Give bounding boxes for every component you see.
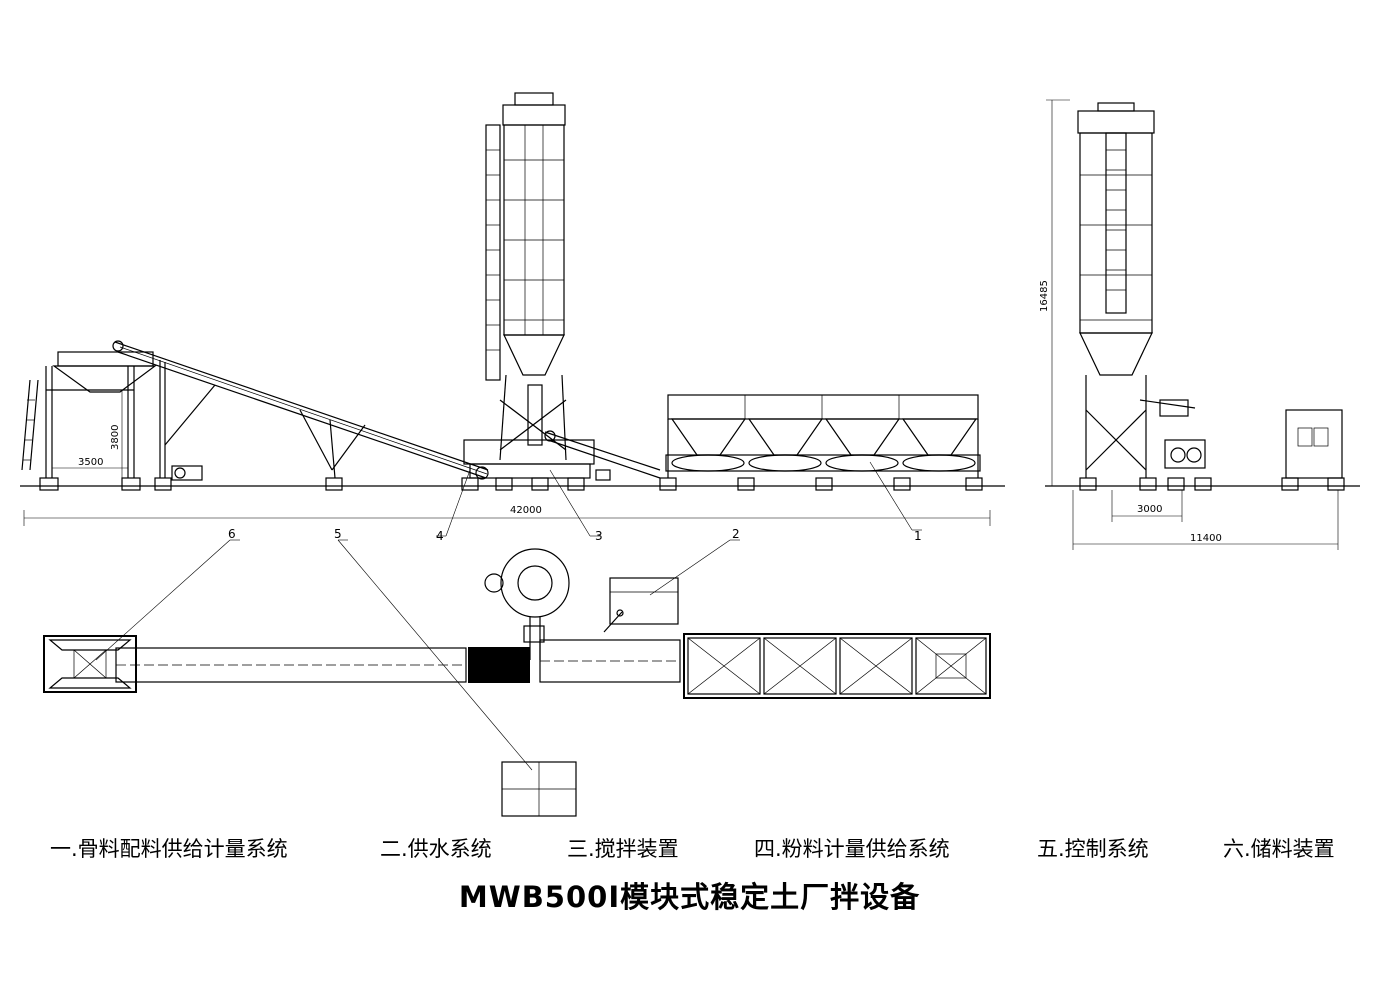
legend-item-powder-system: 四.粉料计量供给系统 — [754, 837, 950, 861]
dim-3000: 3000 — [1137, 504, 1162, 515]
front-elevation: 3500 3800 — [20, 92, 1005, 537]
callout-6: 6 — [228, 527, 236, 541]
legend-item-storage-unit: 六.储料装置 — [1223, 837, 1335, 861]
legend-item-aggregate-system: 一.骨料配料供给计量系统 — [50, 837, 288, 861]
control-room — [1285, 409, 1343, 479]
aggregate-batcher — [659, 394, 983, 491]
callout-4: 4 — [436, 529, 444, 543]
callout-5: 5 — [334, 527, 342, 541]
drawing-title: MWB500Ⅰ模块式稳定土厂拌设备 — [458, 880, 921, 914]
inclined-belt-conveyor — [112, 340, 489, 491]
callout-1: 1 — [914, 529, 922, 543]
dim-42000: 42000 — [510, 505, 542, 516]
side-elevation — [1045, 99, 1360, 550]
dim-3800: 3800 — [110, 425, 121, 450]
storage-hopper-frame — [21, 351, 157, 491]
collecting-belt-conveyor — [544, 430, 661, 481]
legend-item-water-system: 二.供水系统 — [380, 837, 492, 861]
cement-silo — [461, 92, 595, 491]
callout-2: 2 — [732, 527, 740, 541]
dim-3500: 3500 — [78, 457, 103, 468]
dim-16485: 16485 — [1039, 280, 1050, 312]
legend-item-mixing-unit: 三.搅拌装置 — [567, 837, 679, 861]
legend-item-control-system: 五.控制系统 — [1037, 837, 1149, 861]
dim-11400: 11400 — [1190, 533, 1222, 544]
callout-3: 3 — [595, 529, 603, 543]
plan-view — [43, 539, 991, 817]
